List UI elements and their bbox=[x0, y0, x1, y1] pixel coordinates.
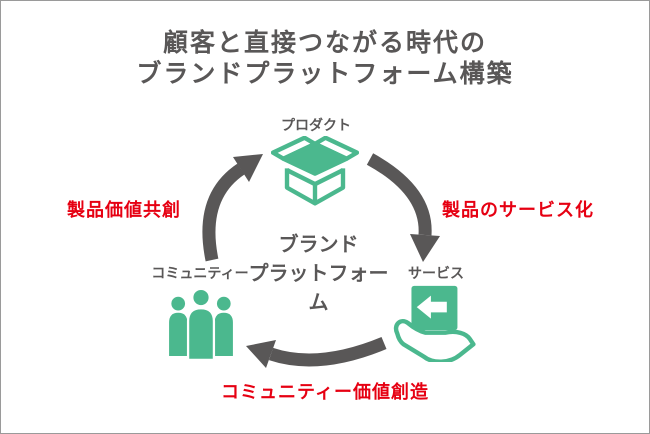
node-label-product: プロダクト bbox=[281, 117, 351, 133]
diagram-title-line1: 顧客と直接つながる時代の bbox=[162, 29, 487, 57]
node-label-community: コミュニティー bbox=[151, 265, 249, 281]
center-brand-platform-label: ブランド プラットフォーム bbox=[241, 231, 396, 318]
node-label-service: サービス bbox=[408, 265, 464, 281]
left-arrow-glyph bbox=[416, 295, 447, 319]
center-label-line2: プラットフォーム bbox=[248, 263, 389, 314]
arrow-service-to-community-icon bbox=[246, 336, 387, 368]
edge-label-product-value-cocreation: 製品価値共創 bbox=[67, 200, 181, 220]
open-box-icon bbox=[271, 136, 359, 206]
hand-giving-box-icon bbox=[393, 285, 476, 362]
edge-label-product-servitization: 製品のサービス化 bbox=[442, 200, 594, 220]
diagram-title: 顧客と直接つながる時代の ブランドプラットフォーム構築 bbox=[1, 28, 649, 90]
people-group-icon bbox=[169, 287, 233, 360]
diagram-title-line2: ブランドプラットフォーム構築 bbox=[136, 60, 514, 88]
open-hand-shape bbox=[393, 318, 476, 362]
center-label-line1: ブランド bbox=[278, 234, 359, 256]
edge-label-community-value-creation: コミュニティー価値創造 bbox=[221, 382, 429, 402]
